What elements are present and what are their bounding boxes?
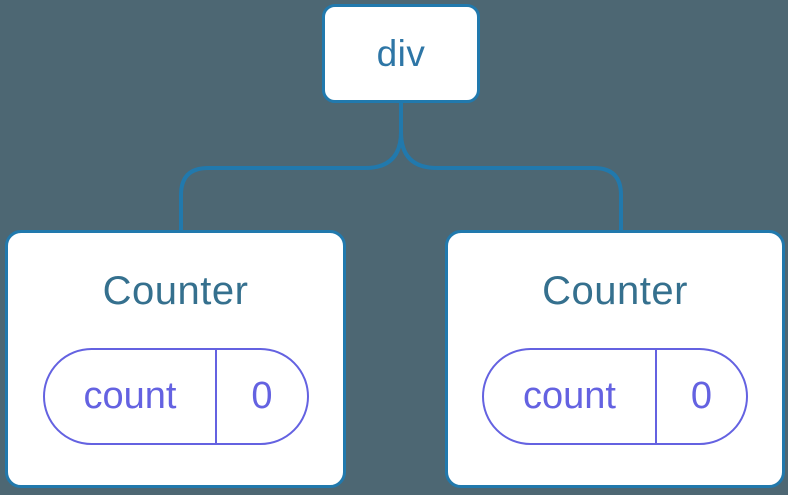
connector-branch-right <box>399 101 623 232</box>
state-value: 0 <box>251 375 273 417</box>
component-title: Counter <box>542 269 688 313</box>
component-title: Counter <box>102 269 249 313</box>
state-value: 0 <box>690 375 713 417</box>
state-pill: count 0 <box>482 348 748 445</box>
root-node-label: div <box>376 32 426 74</box>
root-node: div <box>322 4 480 103</box>
state-name: count <box>45 350 218 443</box>
state-name: count <box>484 350 657 443</box>
state-pill: count 0 <box>42 348 309 445</box>
connector-branch-left <box>179 101 403 232</box>
counter-card-right: Counter count 0 <box>445 230 785 488</box>
counter-card-left: Counter count 0 <box>5 230 346 488</box>
